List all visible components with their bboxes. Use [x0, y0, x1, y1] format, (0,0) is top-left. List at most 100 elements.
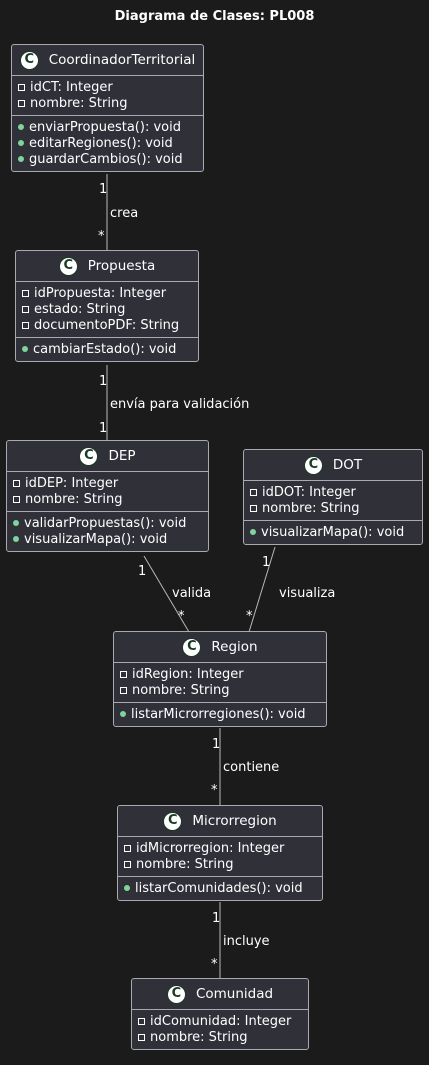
class-header: C Microrregion	[118, 806, 322, 837]
methods-section: cambiarEstado(): void	[16, 337, 198, 361]
attribute-row: idDOT: Integer	[244, 484, 422, 500]
relation-label: contiene	[223, 760, 279, 775]
public-visibility-icon	[250, 529, 256, 535]
attribute-row: documentoPDF: String	[16, 317, 198, 333]
private-visibility-icon	[18, 83, 25, 91]
relation-line-visualiza	[248, 546, 276, 633]
method-row: cambiarEstado(): void	[16, 341, 198, 357]
private-visibility-icon	[120, 670, 127, 678]
relation-from-mult: 1	[99, 182, 107, 197]
attribute-row: nombre: String	[7, 491, 208, 507]
attribute-text: idDOT: Integer	[262, 484, 356, 500]
method-text: cambiarEstado(): void	[33, 341, 177, 357]
attribute-text: idRegion: Integer	[132, 666, 244, 682]
private-visibility-icon	[250, 488, 257, 496]
class-header: C DEP	[7, 441, 208, 472]
relation-label: incluye	[223, 934, 270, 949]
public-visibility-icon	[124, 885, 130, 891]
class-stereotype-icon: C	[79, 446, 99, 466]
relation-from-mult: 1	[262, 555, 270, 570]
method-row: visualizarMapa(): void	[244, 524, 422, 540]
class-stereotype-icon: C	[166, 984, 186, 1004]
method-text: visualizarMapa(): void	[261, 524, 405, 540]
relation-to-mult: *	[211, 783, 218, 798]
method-row: listarComunidades(): void	[118, 880, 322, 896]
methods-section: visualizarMapa(): void	[244, 520, 422, 544]
class-header: C DOT	[244, 450, 422, 481]
attribute-text: idPropuesta: Integer	[34, 285, 167, 301]
class-name: Microrregion	[192, 813, 277, 829]
private-visibility-icon	[138, 1017, 145, 1025]
private-visibility-icon	[22, 289, 29, 297]
method-text: listarComunidades(): void	[135, 880, 303, 896]
method-text: editarRegiones(): void	[29, 135, 173, 151]
private-visibility-icon	[13, 495, 20, 503]
relation-from-mult: 1	[212, 737, 220, 752]
attribute-row: estado: String	[16, 301, 198, 317]
attribute-text: nombre: String	[132, 682, 230, 698]
attribute-row: idCT: Integer	[12, 79, 203, 95]
methods-section: listarMicrorregiones(): void	[114, 702, 326, 726]
attribute-row: idDEP: Integer	[7, 475, 208, 491]
class-name: CoordinadorTerritorial	[48, 52, 196, 68]
attribute-row: idPropuesta: Integer	[16, 285, 198, 301]
diagram-title: Diagrama de Clases: PL008	[114, 9, 315, 24]
relation-label: valida	[172, 586, 211, 601]
attribute-row: idRegion: Integer	[114, 666, 326, 682]
relation-line-valida	[143, 555, 190, 633]
public-visibility-icon	[120, 711, 126, 717]
private-visibility-icon	[22, 305, 29, 313]
attribute-row: nombre: String	[132, 1029, 308, 1045]
method-row: validarPropuestas(): void	[7, 515, 208, 531]
class-stereotype-icon: C	[182, 637, 202, 657]
method-text: listarMicrorregiones(): void	[131, 706, 306, 722]
relation-to-mult: *	[211, 957, 218, 972]
method-text: guardarCambios(): void	[29, 151, 183, 167]
relation-from-mult: 1	[212, 911, 220, 926]
attribute-row: nombre: String	[244, 500, 422, 516]
relation-to-mult: *	[98, 229, 105, 244]
private-visibility-icon	[120, 686, 127, 694]
attribute-row: idMicrorregion: Integer	[118, 840, 322, 856]
attribute-text: idCT: Integer	[30, 79, 113, 95]
private-visibility-icon	[250, 504, 257, 512]
relation-label: crea	[110, 206, 138, 221]
private-visibility-icon	[18, 99, 25, 107]
attribute-text: nombre: String	[25, 491, 123, 507]
class-name: DOT	[332, 457, 363, 473]
class-stereotype-icon: C	[163, 811, 183, 831]
class-stereotype-icon: C	[58, 256, 78, 276]
class-name: DEP	[108, 448, 136, 464]
private-visibility-icon	[124, 844, 131, 852]
class-stereotype-icon: C	[303, 455, 323, 475]
class-stereotype-icon: C	[19, 50, 39, 70]
private-visibility-icon	[124, 860, 131, 868]
private-visibility-icon	[13, 479, 20, 487]
class-header: C CoordinadorTerritorial	[12, 45, 203, 76]
relation-to-mult: *	[178, 609, 185, 624]
method-row: listarMicrorregiones(): void	[114, 706, 326, 722]
attribute-text: nombre: String	[136, 856, 234, 872]
attribute-text: idMicrorregion: Integer	[136, 840, 285, 856]
method-text: visualizarMapa(): void	[24, 531, 168, 547]
methods-section: listarComunidades(): void	[118, 876, 322, 900]
public-visibility-icon	[18, 124, 24, 130]
method-text: validarPropuestas(): void	[24, 515, 187, 531]
method-row: editarRegiones(): void	[12, 135, 203, 151]
method-row: visualizarMapa(): void	[7, 531, 208, 547]
